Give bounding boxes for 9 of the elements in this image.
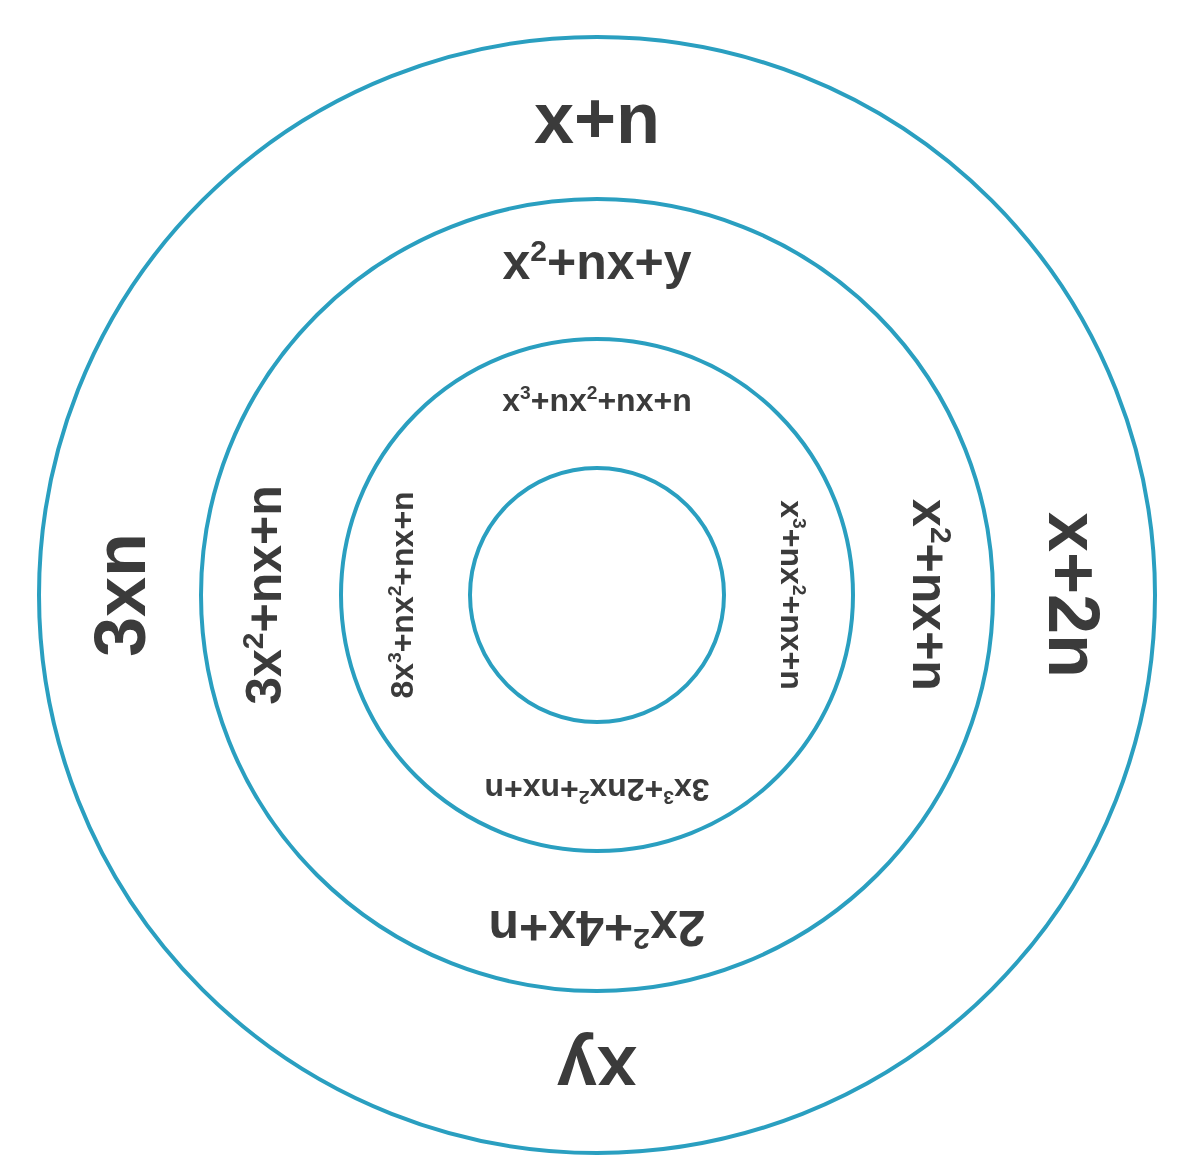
circle-outline [199,197,995,993]
expression-label: x$^{3}$+nx$^{2}$+nx+n [502,383,692,416]
expression-label: 3xn [84,532,156,658]
circle-outline [339,337,855,853]
expression-label: x+n [533,82,661,154]
circle-outline [468,466,726,724]
expression-label: x$^{2}$+nx+y [502,237,692,287]
circle-outline [37,35,1157,1155]
expression-label: x+2n [1038,511,1110,679]
